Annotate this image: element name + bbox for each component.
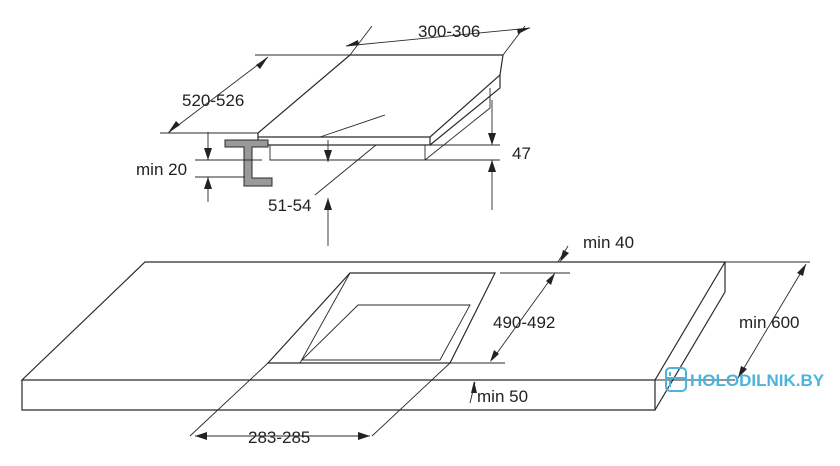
dim-hob-height: 47 <box>425 100 531 210</box>
dim-min-front: min 50 <box>445 362 528 406</box>
worktop-drawing <box>20 261 727 411</box>
label-min-front: min 50 <box>477 387 528 406</box>
label-frame-depth: 51-54 <box>268 196 311 215</box>
dim-min-back: min 40 <box>500 233 634 274</box>
fridge-logo-icon <box>665 367 687 392</box>
label-cutout-depth: 490-492 <box>493 313 555 332</box>
label-hob-depth: 520-526 <box>182 91 244 110</box>
label-cutout-width: 283-285 <box>248 428 310 447</box>
dim-min-top-gap: min 20 <box>136 132 262 202</box>
dim-frame-depth: 51-54 <box>268 140 377 246</box>
label-min-back: min 40 <box>583 233 634 252</box>
dim-hob-width: 300-306 <box>345 22 531 56</box>
dim-hob-depth: 520-526 <box>160 54 350 134</box>
label-hob-height: 47 <box>512 144 531 163</box>
dim-cutout-width: 283-285 <box>189 362 451 447</box>
dim-cutout-depth: 490-492 <box>455 272 555 364</box>
holodilnik-watermark: HOLODILNIK.BY <box>665 367 825 392</box>
label-worktop-depth: min 600 <box>739 313 799 332</box>
label-min-top-gap: min 20 <box>136 160 187 179</box>
mounting-bracket <box>224 139 273 187</box>
hob-drawing <box>257 54 504 161</box>
label-hob-width: 300-306 <box>418 22 480 41</box>
dim-worktop-depth: min 600 <box>655 261 810 381</box>
watermark-text: HOLODILNIK.BY <box>690 371 825 390</box>
